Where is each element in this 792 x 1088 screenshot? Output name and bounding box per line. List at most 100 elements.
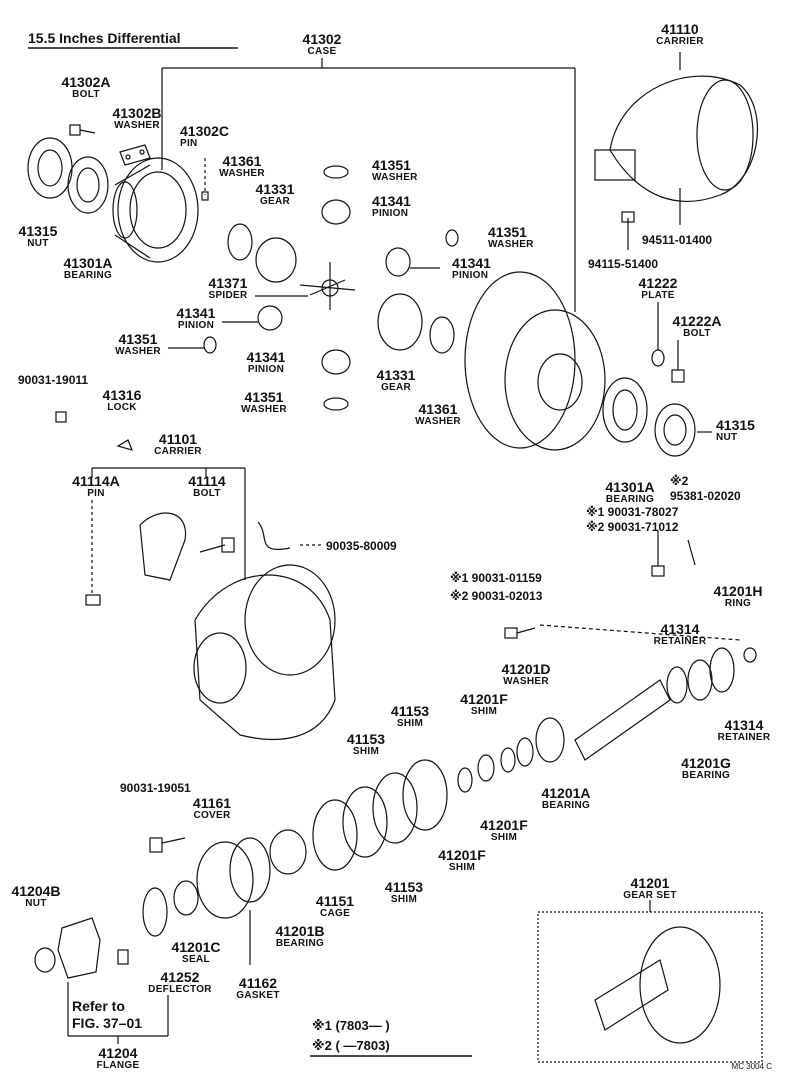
gear-41331-a-drawing bbox=[255, 237, 297, 283]
ring-gear-assembly-drawing bbox=[464, 271, 606, 451]
refer-line1: Refer to bbox=[72, 998, 125, 1014]
gear-set-ring-drawing bbox=[639, 926, 721, 1044]
figure-code: MC 3004 C bbox=[731, 1062, 772, 1071]
wire-90035-drawing bbox=[257, 521, 291, 550]
plate-41222-drawing bbox=[651, 349, 665, 367]
footnote-2: ※2 ( —7803) bbox=[312, 1038, 390, 1053]
code-90031-19051: 90031-19051 bbox=[120, 781, 191, 795]
bolt-41222a-drawing bbox=[671, 369, 685, 383]
code-star2: ※2 bbox=[670, 474, 689, 488]
shim-41201f-b-drawing bbox=[500, 747, 516, 773]
shim-41153-c-drawing bbox=[342, 786, 388, 858]
code-90031-01159: ※1 90031-01159 bbox=[450, 571, 542, 585]
code-94115-51400: 94115-51400 bbox=[588, 257, 659, 271]
pin-95381-drawing bbox=[687, 539, 696, 566]
refer-line2: FIG. 37–01 bbox=[72, 1014, 143, 1031]
code-90031-02013: ※2 90031-02013 bbox=[450, 589, 543, 603]
bolt-41302a-drawing bbox=[69, 124, 96, 136]
bearing-cap-drawing bbox=[139, 512, 187, 581]
washer-41351-a-drawing bbox=[323, 165, 349, 179]
gasket-41162-drawing bbox=[229, 837, 271, 903]
page-title: 15.5 Inches Differential bbox=[28, 30, 181, 46]
carrier-41101-bracket bbox=[91, 467, 246, 580]
cover-41161-drawing bbox=[196, 841, 254, 919]
pin-41114a-drawing bbox=[85, 594, 101, 606]
code-90031-78027: ※1 90031-78027 bbox=[586, 505, 679, 519]
pin-41302c-drawing bbox=[201, 191, 209, 201]
bearing-41301a-right-drawing bbox=[602, 377, 648, 443]
code-90031-19011: 90031-19011 bbox=[18, 373, 89, 387]
gear-41331-b-drawing bbox=[377, 293, 423, 351]
code-94511-01400: 94511-01400 bbox=[642, 233, 713, 247]
pinion-41341-a-drawing bbox=[321, 199, 351, 225]
shim-41153-a-drawing bbox=[402, 759, 448, 831]
washer-41361-a-drawing bbox=[227, 223, 253, 261]
washer-41201d-drawing bbox=[516, 737, 534, 767]
pinion-41341-d-drawing bbox=[321, 349, 351, 375]
pinion-41341-b-drawing bbox=[385, 247, 411, 277]
gear-set-pinion-drawing bbox=[594, 959, 669, 1031]
code-90031-71012: ※2 90031-71012 bbox=[586, 520, 679, 534]
shim-41153-b-drawing bbox=[372, 772, 418, 844]
case-drawing bbox=[112, 157, 199, 263]
nut-41204b-drawing bbox=[34, 947, 56, 973]
nut-90031-drawing bbox=[651, 565, 665, 577]
code-95381-02020: 95381-02020 bbox=[670, 489, 741, 503]
carrier-41110-drawing bbox=[594, 52, 759, 202]
bolt-90031-19011-drawing bbox=[55, 411, 67, 423]
washer-41351-c-drawing bbox=[203, 336, 217, 354]
bolt-90031-01159-drawing bbox=[504, 627, 518, 639]
retainer-41314-a-drawing bbox=[666, 666, 688, 704]
case-bracket-lines bbox=[161, 58, 576, 312]
dashed-axis-top bbox=[539, 624, 741, 641]
nut-41315-right-drawing bbox=[654, 403, 696, 457]
flange-bracket bbox=[67, 982, 169, 1044]
bearing-41201a-drawing bbox=[535, 717, 565, 763]
spider-41371-drawing bbox=[299, 262, 356, 310]
bearing-41301a-left-drawing bbox=[67, 156, 109, 214]
carrier-41101-housing-drawing bbox=[193, 564, 336, 740]
pinion-41341-c-drawing bbox=[257, 305, 283, 331]
nut-41315-left-drawing bbox=[27, 137, 73, 199]
lock-41316-drawing bbox=[116, 439, 134, 451]
